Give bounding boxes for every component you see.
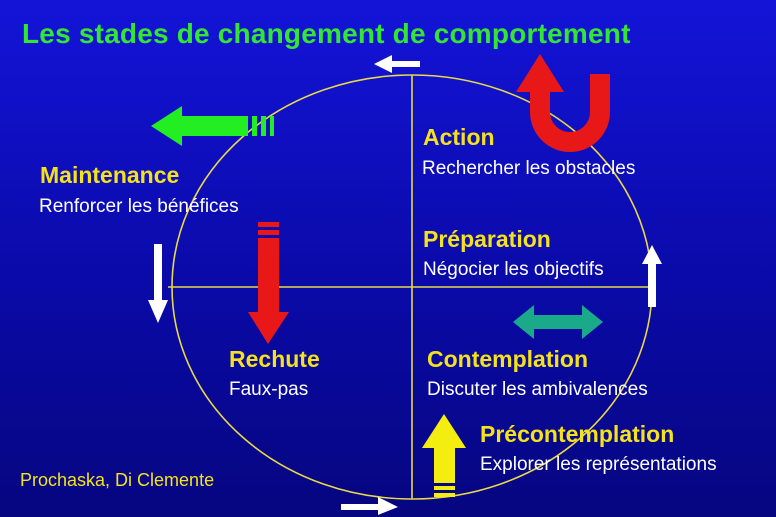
stage-precontemplation-description: Explorer les représentations [480, 454, 717, 475]
page-title: Les stades de changement de comportement [22, 18, 631, 49]
double-arrow-icon [513, 305, 603, 339]
arrow-right-icon [341, 497, 398, 515]
stage-rechute-name: Rechute [229, 346, 320, 372]
yellow-arrow-up-icon [422, 414, 466, 497]
stage-precontemplation-name: Précontemplation [480, 421, 675, 447]
arrow-up-icon [642, 245, 662, 307]
stage-contemplation-description: Discuter les ambivalences [427, 379, 648, 400]
arrow-left-icon [374, 55, 420, 73]
u-turn-arrow-icon [516, 54, 610, 152]
stage-maintenance-name: Maintenance [40, 162, 180, 188]
arrow-down-icon [148, 244, 168, 323]
stage-maintenance-description: Renforcer les bénéfices [39, 196, 239, 217]
stage-rechute-description: Faux-pas [229, 379, 309, 400]
stage-preparation-description: Négocier les objectifs [423, 259, 604, 280]
stage-contemplation-name: Contemplation [427, 346, 588, 372]
stage-action-description: Rechercher les obstacles [422, 158, 636, 179]
stage-action-name: Action [423, 124, 495, 150]
green-arrow-left-icon [151, 106, 274, 146]
author-credit: Prochaska, Di Clemente [20, 470, 215, 490]
stage-preparation-name: Préparation [423, 226, 551, 252]
red-arrow-down-icon [248, 222, 289, 344]
